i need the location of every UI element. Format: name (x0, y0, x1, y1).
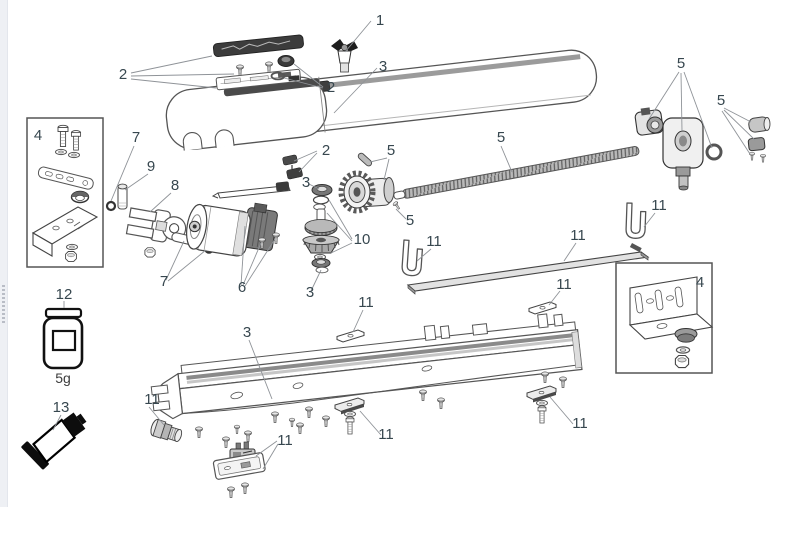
outer-tube (165, 49, 598, 151)
callout-9: 9 (147, 158, 155, 175)
cable-gland (150, 418, 183, 443)
motor-strap (211, 181, 291, 199)
callout-4a: 4 (34, 127, 42, 144)
lower-rail (150, 313, 583, 420)
callout-11g: 11 (144, 391, 160, 408)
callout-3c: 3 (306, 284, 314, 301)
callout-5a: 5 (387, 142, 395, 159)
clutch-gear (338, 152, 402, 214)
clevis-pin (117, 183, 128, 210)
callout-6: 6 (238, 279, 246, 296)
callout-11c: 11 (651, 197, 667, 214)
top-cover (212, 34, 304, 57)
base-plate (215, 68, 302, 91)
rear-bracket-kit-box (615, 262, 714, 374)
grease-weight-label: 5g (55, 370, 71, 386)
callout-2b: 2 (327, 79, 335, 96)
leader-lines (52, 20, 756, 470)
clevis-nut (144, 247, 156, 258)
cover-plate-top (336, 329, 365, 343)
adhesive-tube (21, 412, 87, 470)
clevis-fork (125, 207, 187, 243)
release-knob (331, 39, 358, 73)
motor (186, 202, 278, 257)
callout-1: 1 (376, 12, 384, 29)
front-bracket (31, 206, 99, 262)
callout-11a: 11 (426, 233, 442, 250)
rear-bushing-set (747, 116, 771, 163)
callout-3b: 3 (302, 174, 310, 191)
bushing-ring (70, 190, 90, 204)
callout-2a: 2 (119, 66, 127, 83)
slider-block-mid (334, 397, 365, 435)
lead-screw (393, 146, 640, 200)
callout-11e: 11 (358, 294, 374, 311)
callout-3a: 3 (379, 58, 387, 75)
cap-and-seal (270, 55, 295, 81)
callout-3d: 3 (243, 324, 251, 341)
flat-bar (406, 251, 650, 295)
front-o-ring (105, 200, 117, 212)
scroll-handle-dots (2, 285, 5, 323)
fork-clip-right (625, 202, 647, 240)
callout-5c: 5 (497, 129, 505, 146)
slide-plate-upper (528, 301, 557, 315)
page-edge-strip (0, 0, 8, 507)
callout-labels: 1 2 2 3 4 7 9 8 2 3 5 10 3 5 5 5 5 7 6 1… (34, 12, 725, 449)
callout-5b: 5 (406, 212, 414, 229)
callout-10: 10 (354, 231, 371, 248)
callout-7a: 7 (132, 129, 140, 146)
callout-11h: 11 (277, 432, 293, 449)
callout-4b: 4 (696, 274, 704, 291)
gear-set (302, 184, 340, 274)
callout-7b: 7 (160, 273, 168, 290)
callout-13: 13 (53, 399, 70, 416)
callout-11i: 11 (572, 415, 588, 432)
front-bracket-kit-box (26, 117, 104, 268)
callout-8: 8 (171, 177, 179, 194)
callout-5d: 5 (677, 55, 685, 72)
switch-tray (212, 452, 266, 480)
callout-11f: 11 (378, 426, 394, 443)
callout-11b: 11 (570, 227, 586, 244)
callout-11d: 11 (556, 276, 572, 293)
clip-foot (629, 243, 642, 253)
callout-2c: 2 (322, 142, 330, 159)
callout-5e: 5 (717, 92, 725, 109)
rear-mount-set (634, 107, 723, 191)
cable-clamp-parts (282, 154, 303, 180)
cover-screw (265, 61, 273, 73)
slider-block-right (526, 385, 557, 424)
cover-screw (236, 64, 244, 76)
callout-12: 12 (56, 286, 73, 303)
grease-jar (42, 307, 84, 370)
